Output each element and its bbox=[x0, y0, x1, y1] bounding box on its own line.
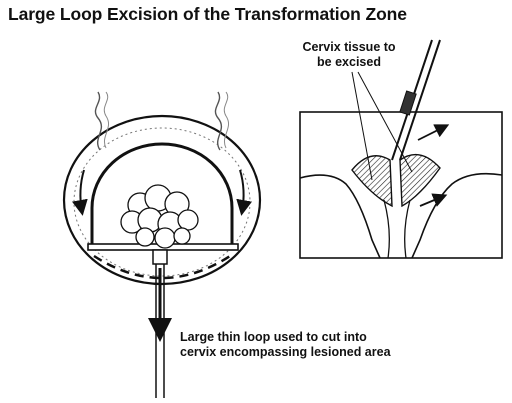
motion-arrow-upper bbox=[417, 124, 450, 141]
right-smoke-wisp bbox=[214, 91, 223, 151]
cervix-cross-section bbox=[299, 39, 503, 259]
diagram-title: Large Loop Excision of the Transformatio… bbox=[8, 4, 407, 24]
instrument-shaft-2 bbox=[399, 39, 441, 161]
cervix-tissue-label: Cervix tissue to be excised bbox=[288, 40, 410, 70]
left-smoke-wisp-2 bbox=[103, 91, 110, 149]
cervix-tissue-label-line-1: Cervix tissue to bbox=[302, 40, 396, 54]
left-rotation-arrow bbox=[71, 169, 88, 216]
instrument-tip bbox=[399, 90, 417, 116]
right-rotation-arrow bbox=[236, 169, 253, 216]
cervical-canal bbox=[383, 199, 411, 259]
motion-arrow-lower bbox=[419, 193, 448, 207]
right-smoke-wisp-2 bbox=[223, 91, 230, 149]
cervix-front-view bbox=[62, 91, 262, 398]
cervix-wall-left bbox=[299, 174, 381, 259]
loop-handle-connector bbox=[152, 249, 168, 265]
cervix-wall-right bbox=[411, 172, 503, 259]
excised-tissue-left bbox=[351, 155, 393, 208]
loop-description-label: Large thin loop used to cut into cervix … bbox=[180, 330, 430, 360]
cervix-tissue-label-line-2: be excised bbox=[317, 55, 381, 69]
lesion-cluster bbox=[120, 184, 199, 249]
label-pointer-1 bbox=[351, 71, 373, 181]
loop-description-line-2: cervix encompassing lesioned area bbox=[180, 345, 391, 359]
loop-description-line-1: Large thin loop used to cut into bbox=[180, 330, 367, 344]
left-smoke-wisp bbox=[94, 91, 103, 151]
loop-wire-arc bbox=[90, 142, 234, 246]
label-pointer-2 bbox=[357, 71, 413, 173]
cut-path-dashed bbox=[93, 254, 231, 280]
